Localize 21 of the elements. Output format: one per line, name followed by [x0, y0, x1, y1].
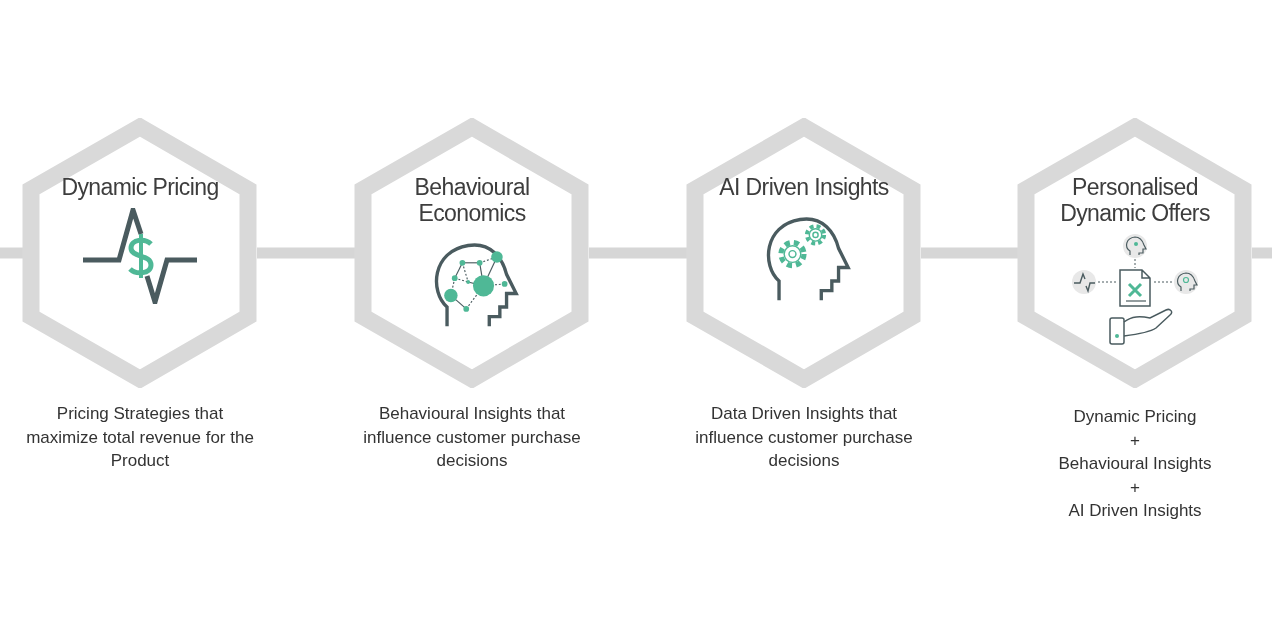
hexagon-title: Personalised Dynamic Offers — [1059, 174, 1211, 226]
hexagon-node — [686, 118, 922, 388]
description-text: AI Driven Insights — [1068, 500, 1202, 522]
connector-bar — [589, 247, 687, 259]
description-text: + — [1130, 476, 1140, 499]
connector-bar — [257, 247, 355, 259]
hexagon-node — [22, 118, 258, 388]
connector-bar — [921, 247, 1018, 259]
description-text: Behavioural Insights that influence customer purchase decisions — [362, 403, 582, 472]
connector-bar — [1252, 247, 1272, 259]
description-text: Dynamic Pricing — [1073, 406, 1197, 428]
description-text: Pricing Strategies that maximize total revenue for the Product — [25, 403, 255, 472]
hexagon-title: Behavioural Economics — [413, 174, 531, 226]
description-text: Behavioural Insights — [1058, 453, 1212, 475]
description-text: + — [1130, 429, 1140, 452]
hexagon-node — [354, 118, 590, 388]
hexagon-title: Dynamic Pricing — [60, 174, 220, 200]
description-text: Data Driven Insights that influence customer purchase decisions — [694, 403, 914, 472]
connector-bar — [0, 247, 23, 259]
hexagon-node — [1017, 118, 1253, 388]
hexagon-title: AI Driven Insights — [718, 174, 890, 200]
